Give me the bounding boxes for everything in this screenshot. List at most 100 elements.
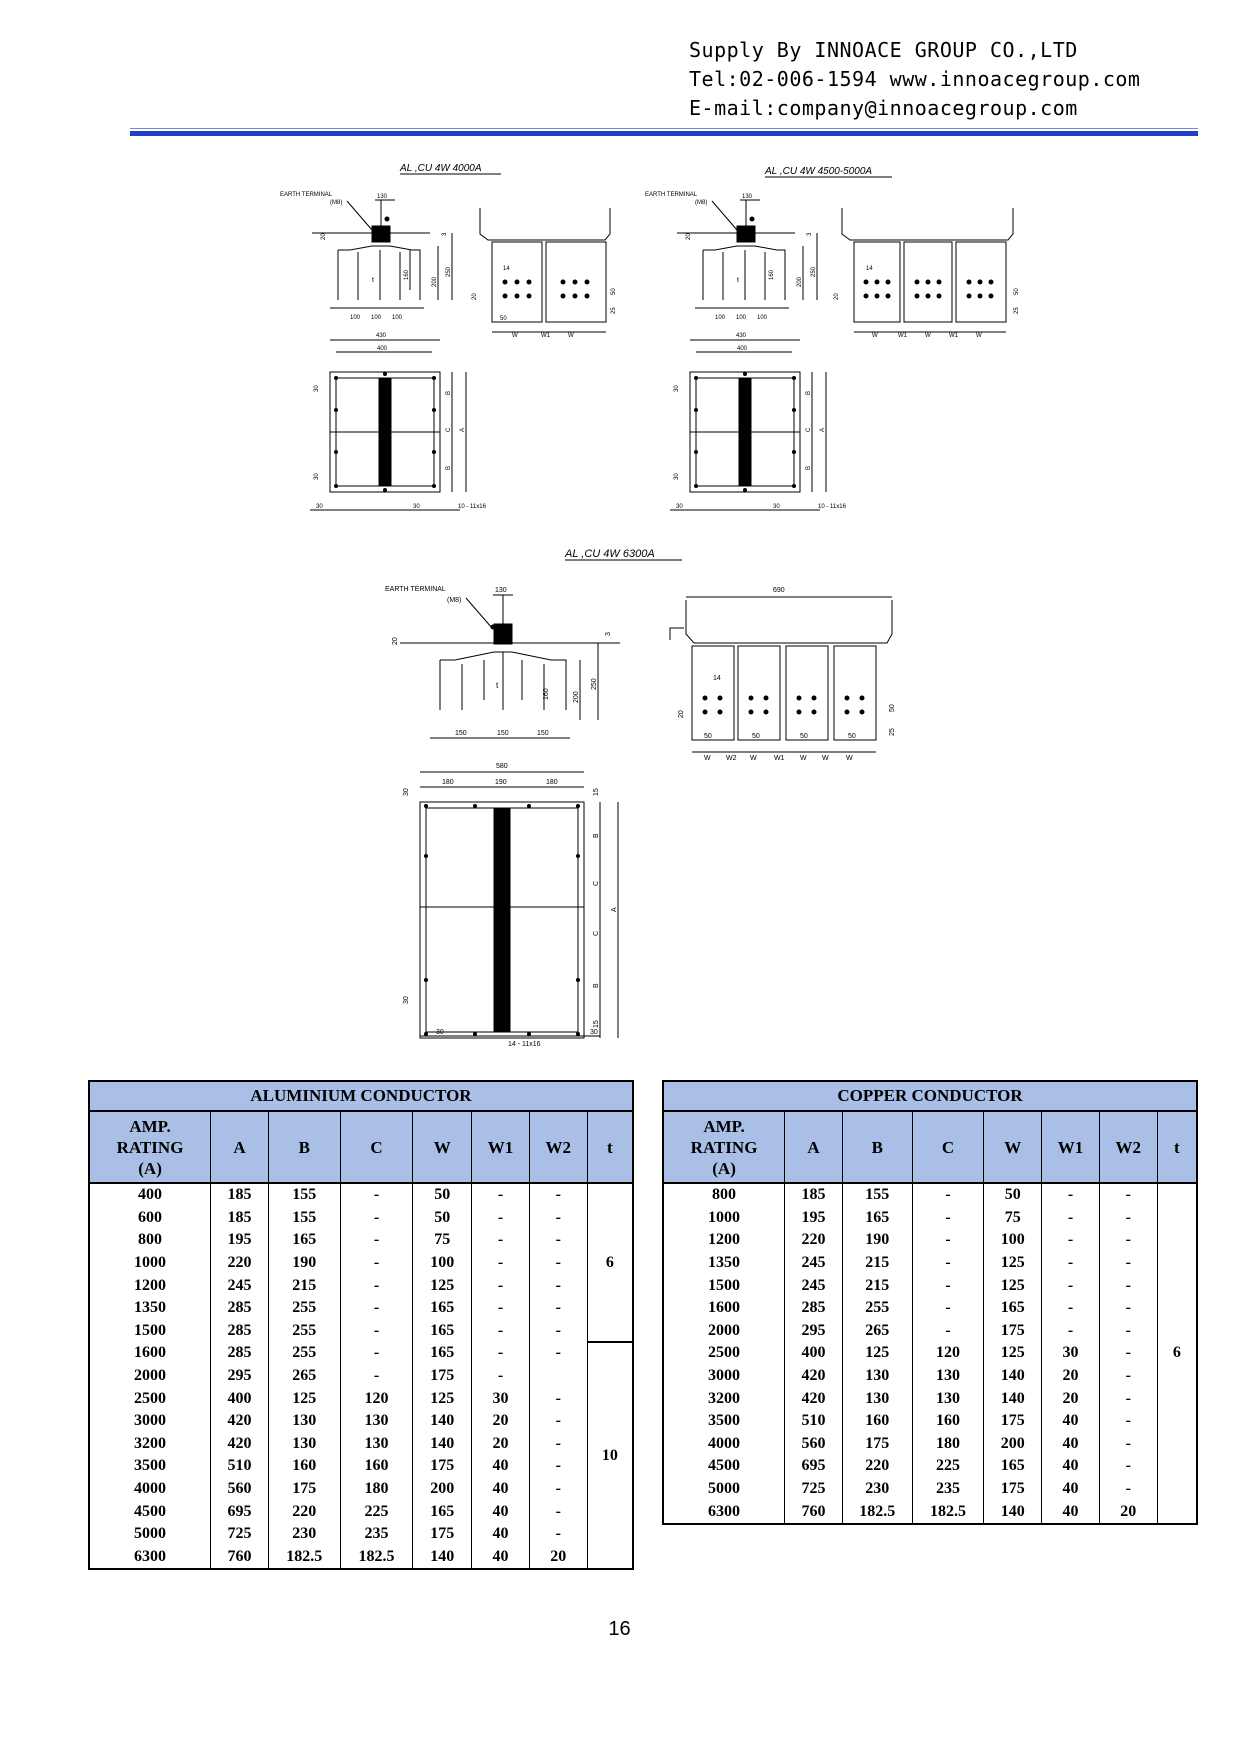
- table-cell: 220: [784, 1229, 843, 1252]
- table-cell: 20: [1041, 1387, 1100, 1410]
- label-m8-4500: (M8): [695, 200, 707, 206]
- table-cell: 230: [267, 1522, 341, 1546]
- dim-50b-6300: 50: [752, 733, 760, 740]
- dim-430-4000: 430: [376, 333, 387, 339]
- col-c: C: [339, 1110, 414, 1184]
- amp-rating-cell: 3000: [662, 1364, 786, 1388]
- dim-w-4000: W: [512, 333, 518, 339]
- dim-100-4500-c: 100: [757, 315, 768, 321]
- table-cell: 20: [1098, 1500, 1158, 1525]
- dim-250-6300: 250: [591, 678, 598, 690]
- dim-150-6300-c: 150: [537, 730, 549, 737]
- table-cell: 30: [471, 1387, 530, 1410]
- dim-b2-4000: B: [446, 466, 452, 470]
- col-w2: W2: [1098, 1110, 1158, 1184]
- amp-rating-cell: 1350: [662, 1251, 786, 1275]
- col-w: W: [412, 1110, 473, 1184]
- table-cell: 140: [412, 1409, 473, 1433]
- table-cell: 100: [983, 1229, 1043, 1252]
- table-cell: 265: [267, 1364, 341, 1388]
- dim-w1-4000: W1: [541, 333, 551, 339]
- table-cell: -: [339, 1182, 414, 1207]
- dim-180a-6300: 180: [442, 779, 454, 786]
- table-cell: -: [339, 1206, 414, 1230]
- table-cell: 130: [911, 1364, 985, 1388]
- table-cell: 245: [210, 1274, 269, 1297]
- dim-200-4500: 200: [797, 276, 803, 287]
- amp-rating-cell: 1200: [88, 1274, 212, 1297]
- dim-20-6300: 20: [392, 637, 399, 645]
- table-cell: 130: [267, 1409, 341, 1433]
- table-cell: -: [1098, 1251, 1158, 1275]
- table-cell: 225: [339, 1500, 414, 1523]
- table-cell: 220: [267, 1500, 341, 1523]
- table-cell: 140: [983, 1500, 1043, 1525]
- table-cell: -: [528, 1206, 588, 1230]
- table-cell: 285: [210, 1296, 269, 1320]
- amp-rating-cell: 5000: [88, 1522, 212, 1546]
- table-cell: 182.5: [841, 1500, 913, 1525]
- table-cell: -: [339, 1251, 414, 1275]
- amp-rating-cell: 4500: [662, 1455, 786, 1478]
- dim-holes-4500: 10 - 11x16: [818, 504, 847, 510]
- table-cell: -: [1041, 1296, 1100, 1320]
- table-cell: 510: [784, 1409, 843, 1433]
- drawing-6300a: AL ,CU 4W 6300A EARTH TERMINAL (M8) 130 …: [385, 548, 896, 1048]
- table-cell: 40: [1041, 1455, 1100, 1478]
- table-cell: -: [1098, 1432, 1158, 1456]
- table-cell: -: [471, 1296, 530, 1320]
- table-cell: 195: [210, 1229, 269, 1252]
- dim-a-4500: A: [820, 428, 826, 432]
- dim-w-6300-e: W: [846, 755, 853, 762]
- dim-160-4000: 160: [404, 269, 410, 280]
- table-cell: 420: [210, 1432, 269, 1456]
- dim-50d-6300: 50: [848, 733, 856, 740]
- table-cell: 195: [784, 1206, 843, 1230]
- col-a: A: [784, 1110, 843, 1184]
- dim-150-6300-b: 150: [497, 730, 509, 737]
- table-cell: 20: [1041, 1364, 1100, 1388]
- col-w1: W1: [471, 1110, 530, 1184]
- table-cell: -: [1098, 1319, 1158, 1343]
- table-cell: 200: [983, 1432, 1043, 1456]
- dim-30b-4000: 30: [314, 473, 320, 480]
- amp-rating-cell: 3000: [88, 1409, 212, 1433]
- dim-14-4500: 14: [866, 266, 873, 272]
- dim-30d-6300: 30: [590, 1029, 598, 1036]
- dim-20b-4000: 20: [472, 293, 478, 300]
- table-cell: 175: [841, 1432, 913, 1456]
- table-cell: 175: [412, 1522, 473, 1546]
- dim-w2-6300: W2: [726, 755, 737, 762]
- table-cell: -: [528, 1229, 588, 1252]
- amp-rating-cell: 3500: [88, 1455, 212, 1478]
- amp-rating-cell: 2000: [662, 1319, 786, 1343]
- dim-50e-6300: 50: [889, 704, 896, 712]
- col-b: B: [267, 1110, 341, 1184]
- aluminium-table-title: ALUMINIUM CONDUCTOR: [88, 1080, 634, 1112]
- table-cell: 20: [528, 1545, 588, 1571]
- dim-c-4500: C: [806, 427, 812, 432]
- copper-table-header: AMP.RATING(A) A B C W W1 W2 t: [662, 1110, 1198, 1184]
- amp-rating-cell: 3200: [662, 1387, 786, 1410]
- dim-a-4000: A: [460, 428, 466, 432]
- amp-rating-cell: 5000: [662, 1477, 786, 1501]
- table-cell: 245: [784, 1274, 843, 1297]
- table-cell: 125: [412, 1274, 473, 1297]
- dim-w2-4500: W: [925, 333, 931, 339]
- dim-25-4500: 25: [1014, 307, 1020, 314]
- dim-130-4000: 130: [377, 194, 388, 200]
- table-cell: -: [1098, 1364, 1158, 1388]
- amp-rating-cell: 3500: [662, 1409, 786, 1433]
- table-cell: 40: [1041, 1409, 1100, 1433]
